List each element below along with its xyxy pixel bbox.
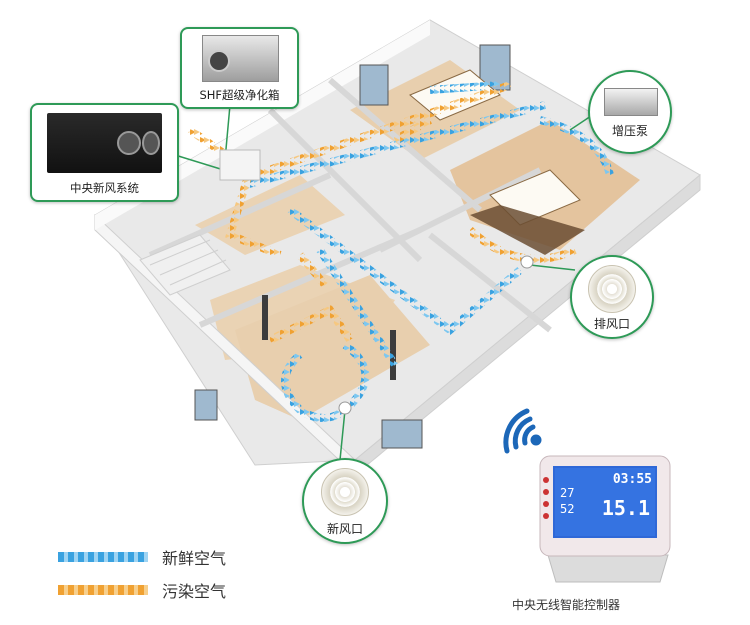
- purifier-box-callout: SHF超级净化箱: [180, 27, 299, 109]
- booster-pump-callout: 增压泵: [588, 70, 672, 154]
- polluted-air-flow: [187, 81, 577, 344]
- purifier-box-image: [202, 35, 279, 82]
- fresh-vent-image: [321, 468, 369, 516]
- controller-label: 中央无线智能控制器: [512, 598, 621, 612]
- screen-temp: 27: [560, 486, 575, 500]
- screen-humidity: 52: [560, 502, 575, 516]
- hrv-unit-in-plan: [219, 149, 261, 181]
- legend-polluted-label: 污染空气: [162, 582, 227, 601]
- fresh-air-flow: [243, 81, 614, 422]
- booster-pump-image: [604, 88, 658, 116]
- controller-screen: 03:55 27 52 15.1: [556, 470, 654, 534]
- vent-marker: [520, 255, 534, 269]
- wifi-icon: [503, 408, 542, 454]
- hrv-unit-callout: 中央新风系统: [30, 103, 179, 202]
- vent-marker: [338, 401, 352, 415]
- booster-pump-label: 增压泵: [611, 124, 648, 138]
- fresh-vent-callout: 新风口: [302, 458, 388, 544]
- hrv-unit-image: [47, 113, 162, 173]
- hrv-unit-label: 中央新风系统: [70, 181, 139, 195]
- legend-fresh-label: 新鲜空气: [162, 549, 227, 568]
- screen-value: 15.1: [601, 496, 650, 520]
- controller-device: [539, 455, 671, 583]
- purifier-box-label: SHF超级净化箱: [199, 88, 280, 102]
- exhaust-vent-image: [588, 265, 636, 313]
- fresh-vent-label: 新风口: [326, 522, 363, 536]
- legend-fresh-air: 新鲜空气: [58, 545, 226, 569]
- legend-polluted-air: 污染空气: [58, 578, 226, 602]
- legend-polluted-swatch: [58, 585, 148, 595]
- exhaust-vent-label: 排风口: [593, 317, 630, 331]
- legend-fresh-swatch: [58, 552, 148, 562]
- exhaust-vent-callout: 排风口: [570, 255, 654, 339]
- screen-time: 03:55: [612, 472, 652, 487]
